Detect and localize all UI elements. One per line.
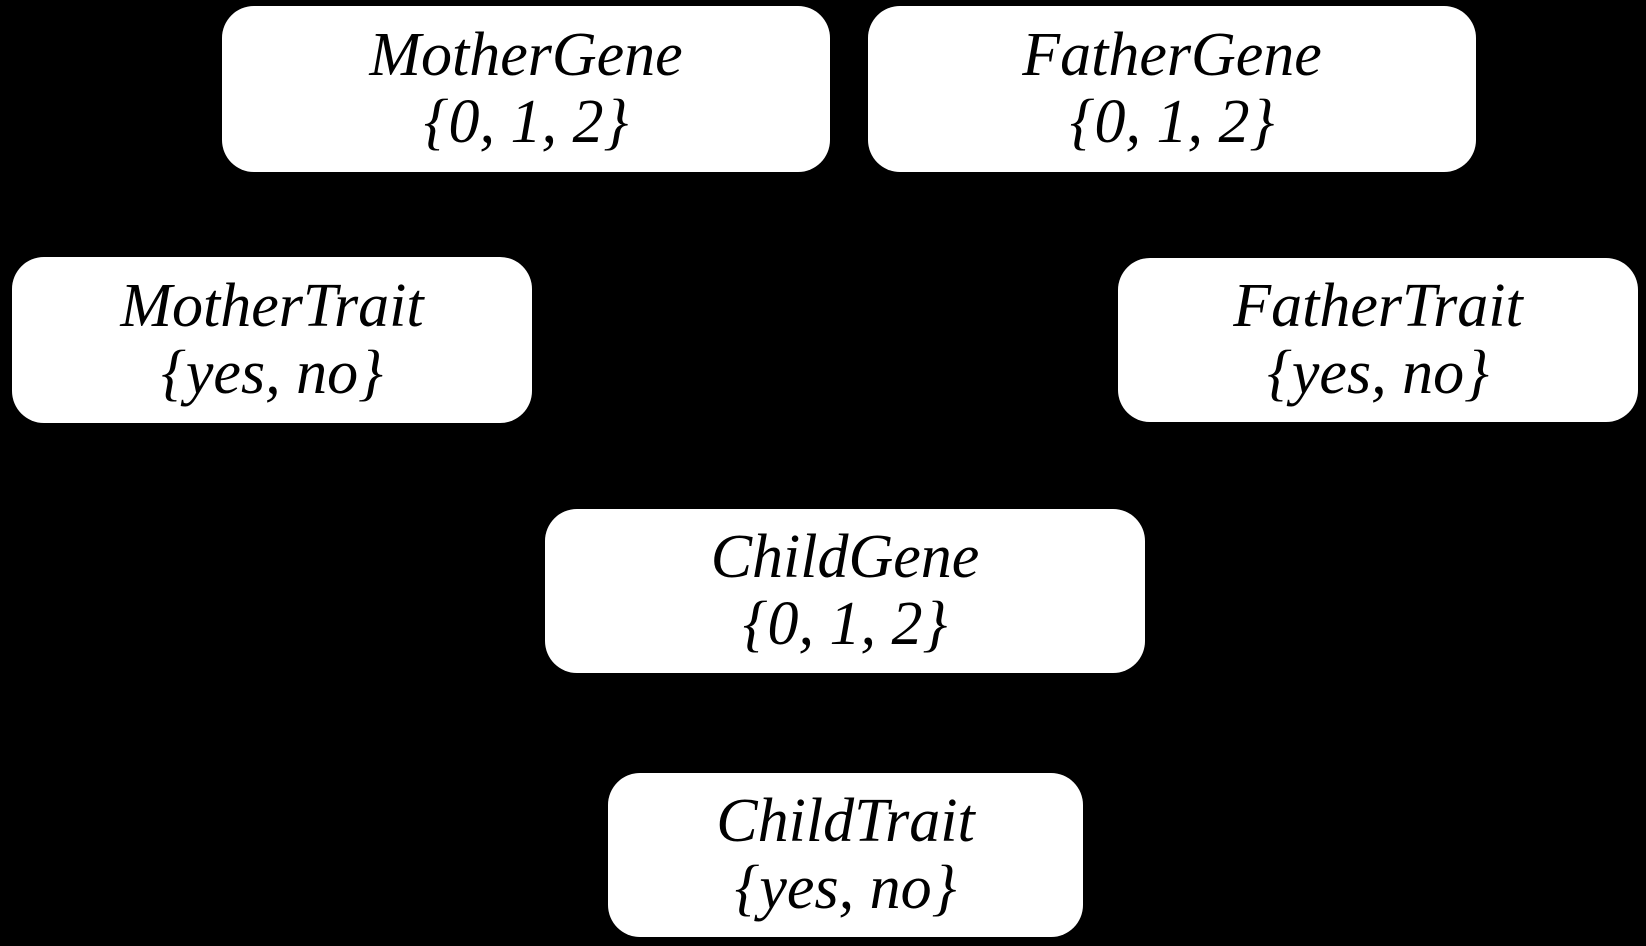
node-mother-gene-values: {0, 1, 2} <box>423 88 629 156</box>
node-father-gene-title: FatherGene <box>1022 21 1322 90</box>
node-mother-trait-values: {yes, no} <box>161 339 383 407</box>
node-child-gene-title: ChildGene <box>710 523 980 592</box>
node-father-gene: FatherGene {0, 1, 2} <box>868 6 1476 172</box>
node-child-gene-values: {0, 1, 2} <box>742 590 948 658</box>
node-mother-gene-title: MotherGene <box>369 21 683 90</box>
node-father-trait-values: {yes, no} <box>1267 339 1489 407</box>
node-father-trait-title: FatherTrait <box>1233 272 1523 341</box>
node-father-trait: FatherTrait {yes, no} <box>1118 258 1638 422</box>
node-child-trait-title: ChildTrait <box>716 787 975 856</box>
node-mother-gene: MotherGene {0, 1, 2} <box>222 6 830 172</box>
node-child-gene: ChildGene {0, 1, 2} <box>545 509 1145 673</box>
node-father-gene-values: {0, 1, 2} <box>1069 88 1275 156</box>
node-mother-trait-title: MotherTrait <box>120 272 424 341</box>
node-mother-trait: MotherTrait {yes, no} <box>12 257 532 423</box>
node-child-trait: ChildTrait {yes, no} <box>608 773 1083 937</box>
node-child-trait-values: {yes, no} <box>734 854 957 922</box>
